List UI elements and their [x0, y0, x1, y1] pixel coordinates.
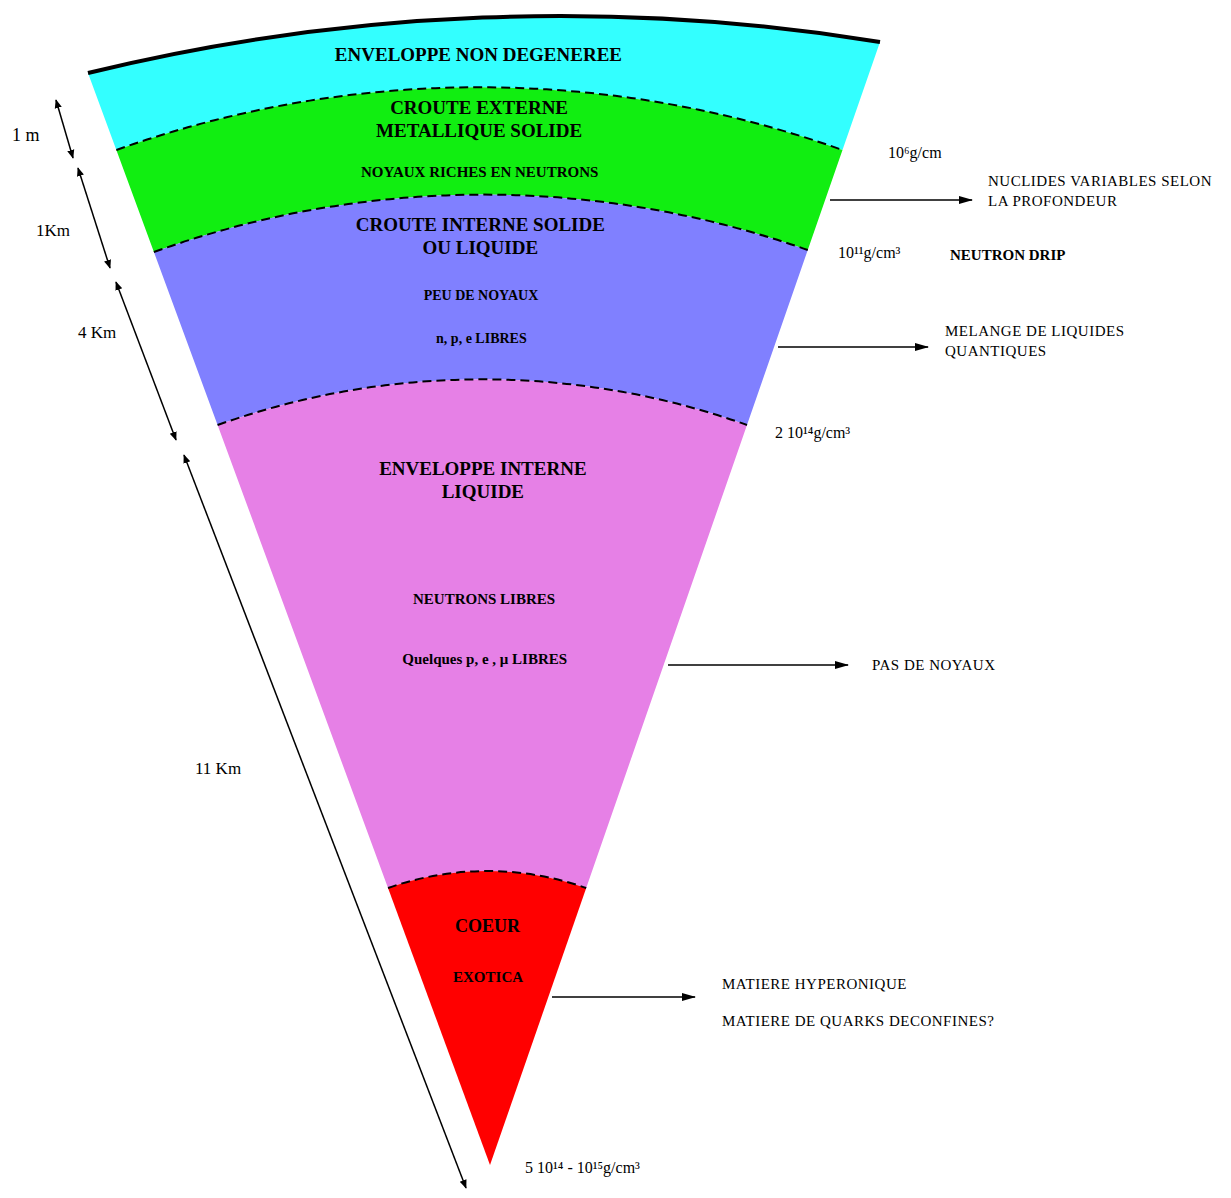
annotation-label: 11 Km	[195, 758, 241, 780]
dimension-line	[116, 282, 176, 440]
band-border	[218, 379, 747, 425]
band-text: NOYAUX RICHES EN NEUTRONS	[361, 163, 598, 181]
band-border	[88, 16, 880, 73]
band-shape	[386, 868, 589, 1167]
callout-arrow	[830, 199, 972, 201]
annotation-label: 2 10¹⁴g/cm³	[775, 423, 850, 444]
annotation-label: PAS DE NOYAUX	[872, 656, 995, 676]
band-heading: CROUTE EXTERNE METALLIQUE SOLIDE	[334, 97, 624, 143]
annotation-label: NEUTRON DRIP	[950, 246, 1065, 266]
annotation-label: 10¹¹g/cm³	[838, 243, 900, 264]
band-text: n, p, e LIBRES	[436, 331, 527, 348]
annotation-label: MATIERE DE QUARKS DECONFINES?	[722, 1012, 994, 1032]
band-fill	[388, 871, 586, 1165]
band-heading: ENVELOPPE INTERNE LIQUIDE	[343, 458, 623, 504]
annotation-label: MELANGE DE LIQUIDES QUANTIQUES	[945, 322, 1185, 361]
annotation-label: 5 10¹⁴ - 10¹⁵g/cm³	[525, 1158, 640, 1179]
band-text: PEU DE NOYAUX	[424, 288, 539, 305]
dimension-line	[56, 100, 73, 158]
layer-band: COEUR EXOTICA	[386, 868, 589, 1167]
callout-arrow	[552, 996, 695, 998]
band-border	[116, 87, 842, 150]
callout-arrow	[778, 346, 928, 348]
band-text: Quelques p, e , μ LIBRES	[402, 650, 567, 668]
annotation-label: 1Km	[36, 220, 70, 242]
band-text: EXOTICA	[453, 968, 523, 986]
band-heading: ENVELOPPE NON DEGENEREE	[335, 44, 622, 67]
band-text: NEUTRONS LIBRES	[413, 590, 555, 608]
callout-arrow	[668, 664, 848, 666]
annotation-label: 10⁶g/cm	[888, 143, 942, 164]
annotation-label: MATIERE HYPERONIQUE	[722, 975, 907, 995]
dimension-line	[78, 168, 110, 268]
layer-band: ENVELOPPE INTERNE LIQUIDE NEUTRONS LIBRES…	[215, 376, 749, 890]
annotation-label: NUCLIDES VARIABLES SELON LA PROFONDEUR	[988, 172, 1218, 211]
band-heading: COEUR	[455, 916, 520, 938]
band-heading: CROUTE INTERNE SOLIDE OU LIQUIDE	[350, 214, 610, 260]
band-shape	[215, 376, 749, 890]
annotation-label: 4 Km	[78, 322, 116, 344]
band-fill	[218, 379, 747, 888]
annotation-label: 1 m	[12, 124, 40, 147]
band-border	[388, 871, 586, 888]
